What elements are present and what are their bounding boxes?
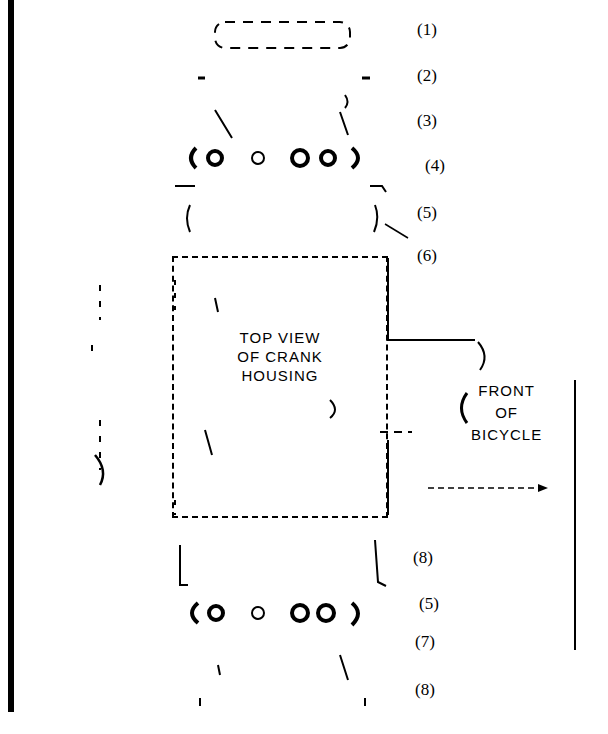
direction-label: FRONT OF BICYCLE	[470, 380, 543, 446]
crank-housing: TOP VIEW OF CRANK HOUSING	[172, 256, 388, 518]
housing-caption: TOP VIEW OF CRANK HOUSING	[230, 328, 330, 385]
callout-number: (5)	[418, 594, 440, 614]
callout-number: (6)	[416, 246, 438, 266]
callout-number: (3)	[416, 111, 438, 131]
callout-number: (8)	[412, 548, 434, 568]
callout-number: (4)	[424, 156, 446, 176]
callout-number: (7)	[414, 632, 436, 652]
callout-number: (5)	[416, 203, 438, 223]
callout-number: (1)	[416, 20, 438, 40]
callout-number: (2)	[416, 66, 438, 86]
callout-number: (8)	[414, 680, 436, 700]
